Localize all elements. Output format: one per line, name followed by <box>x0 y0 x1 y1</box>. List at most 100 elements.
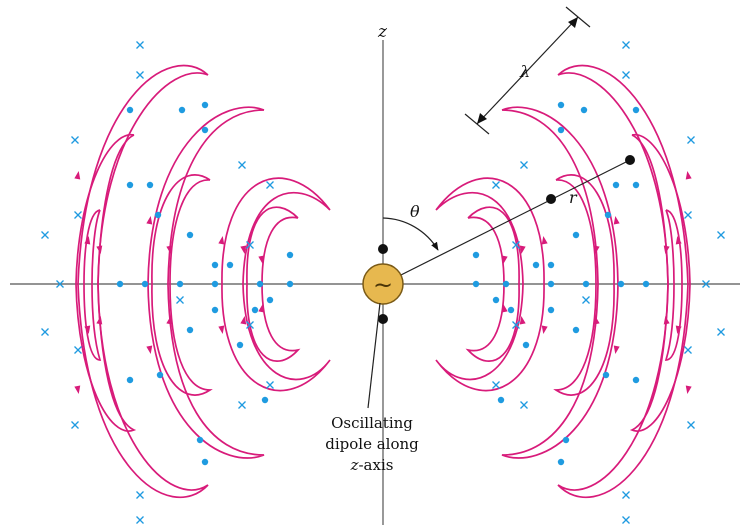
right-field-line-6 <box>629 134 691 432</box>
field-dot-marker <box>146 181 154 189</box>
field-direction-arrow <box>593 245 600 254</box>
field-dot-marker <box>211 306 219 314</box>
z-axis-label: z <box>377 22 388 42</box>
oscillator-circle <box>362 263 404 305</box>
field-direction-arrow <box>258 304 265 313</box>
field-dot-marker <box>116 280 124 288</box>
right-field-line-2 <box>465 206 520 362</box>
field-direction-arrow <box>166 316 173 325</box>
field-dot-marker <box>497 396 505 404</box>
field-cross-marker <box>622 41 630 49</box>
field-dot-marker <box>126 181 134 189</box>
dipole-charge-bottom <box>378 314 388 324</box>
field-cross-marker <box>492 181 500 189</box>
field-cross-marker <box>684 211 692 219</box>
theta-label: θ <box>410 202 420 221</box>
field-direction-arrow <box>519 316 526 325</box>
left-field-line-7 <box>83 209 102 361</box>
wavelength-line <box>476 16 579 125</box>
left-field-line-2 <box>246 206 301 362</box>
field-dot-marker <box>547 261 555 269</box>
field-cross-marker <box>512 321 520 329</box>
field-dot-marker <box>557 101 565 109</box>
right-field-line-4 <box>553 174 615 396</box>
field-direction-arrow <box>663 245 670 254</box>
r-label: r <box>569 188 578 207</box>
field-dot-marker <box>286 251 294 259</box>
theta-arc <box>382 217 439 251</box>
field-cross-marker <box>246 241 254 249</box>
field-dot-marker <box>547 280 555 288</box>
field-dot-marker <box>602 371 610 379</box>
field-direction-arrow <box>541 236 548 245</box>
left-field-lines <box>75 64 331 499</box>
field-direction-arrow <box>166 245 173 254</box>
field-cross-marker <box>512 241 520 249</box>
dipole-caption: Oscillating dipole along z-axis <box>325 414 419 474</box>
field-dot-marker <box>632 181 640 189</box>
radius-point-outer <box>625 155 635 165</box>
field-direction-arrow <box>218 325 225 334</box>
field-cross-marker <box>41 328 49 336</box>
dipole-charge-top <box>378 244 388 254</box>
field-dot-marker <box>226 261 234 269</box>
field-direction-arrow <box>96 316 103 325</box>
field-dot-marker <box>547 306 555 314</box>
field-cross-marker <box>71 136 79 144</box>
field-direction-arrow <box>519 245 526 254</box>
field-dot-marker <box>178 106 186 114</box>
field-direction-arrow <box>685 171 692 180</box>
radius-line <box>382 159 631 285</box>
field-dot-marker <box>236 341 244 349</box>
field-cross-marker <box>622 516 630 524</box>
field-direction-arrow <box>613 216 620 225</box>
left-field-line-5 <box>77 64 209 499</box>
field-direction-arrow <box>84 236 91 245</box>
field-cross-marker <box>687 421 695 429</box>
field-dot-marker <box>522 341 530 349</box>
field-direction-arrow <box>240 245 247 254</box>
field-dot-marker <box>617 280 625 288</box>
field-dot-marker <box>251 306 259 314</box>
right-field-line-5 <box>557 64 689 499</box>
caption-line-2: dipole along <box>325 435 419 453</box>
field-direction-arrow <box>74 171 81 180</box>
right-field-line-3 <box>501 106 619 459</box>
field-dot-marker <box>507 306 515 314</box>
field-dot-marker <box>211 261 219 269</box>
field-cross-marker <box>687 136 695 144</box>
field-dot-marker <box>156 371 164 379</box>
field-cross-marker <box>702 280 710 288</box>
field-direction-arrow <box>84 325 91 334</box>
caption-axis: -axis <box>358 456 393 474</box>
field-dot-marker <box>580 106 588 114</box>
oscillator-symbol: ~ <box>373 271 393 299</box>
field-cross-marker <box>136 491 144 499</box>
field-direction-arrow <box>613 345 620 354</box>
field-dot-marker <box>632 106 640 114</box>
field-dot-marker <box>126 106 134 114</box>
field-dot-marker <box>472 280 480 288</box>
left-field-line-3 <box>147 106 265 459</box>
right-field-lines <box>435 64 691 499</box>
field-direction-arrow <box>218 236 225 245</box>
field-direction-arrow <box>675 325 682 334</box>
field-dot-marker <box>572 326 580 334</box>
field-line-arrowheads <box>74 171 692 394</box>
field-cross-marker <box>71 421 79 429</box>
field-cross-marker <box>136 41 144 49</box>
caption-line-1: Oscillating <box>331 414 413 432</box>
field-cross-marker <box>246 321 254 329</box>
field-direction-arrow <box>146 345 153 354</box>
field-dot-marker <box>201 126 209 134</box>
field-dot-marker <box>186 231 194 239</box>
field-direction-arrow <box>258 255 265 264</box>
lambda-label: λ <box>519 62 530 81</box>
field-dot-marker <box>256 280 264 288</box>
field-cross-marker <box>622 71 630 79</box>
caption-z: z <box>350 456 359 474</box>
wavelength-indicator: λ <box>464 6 591 135</box>
field-dot-marker <box>176 280 184 288</box>
field-cross-marker <box>238 401 246 409</box>
field-dot-marker <box>612 181 620 189</box>
